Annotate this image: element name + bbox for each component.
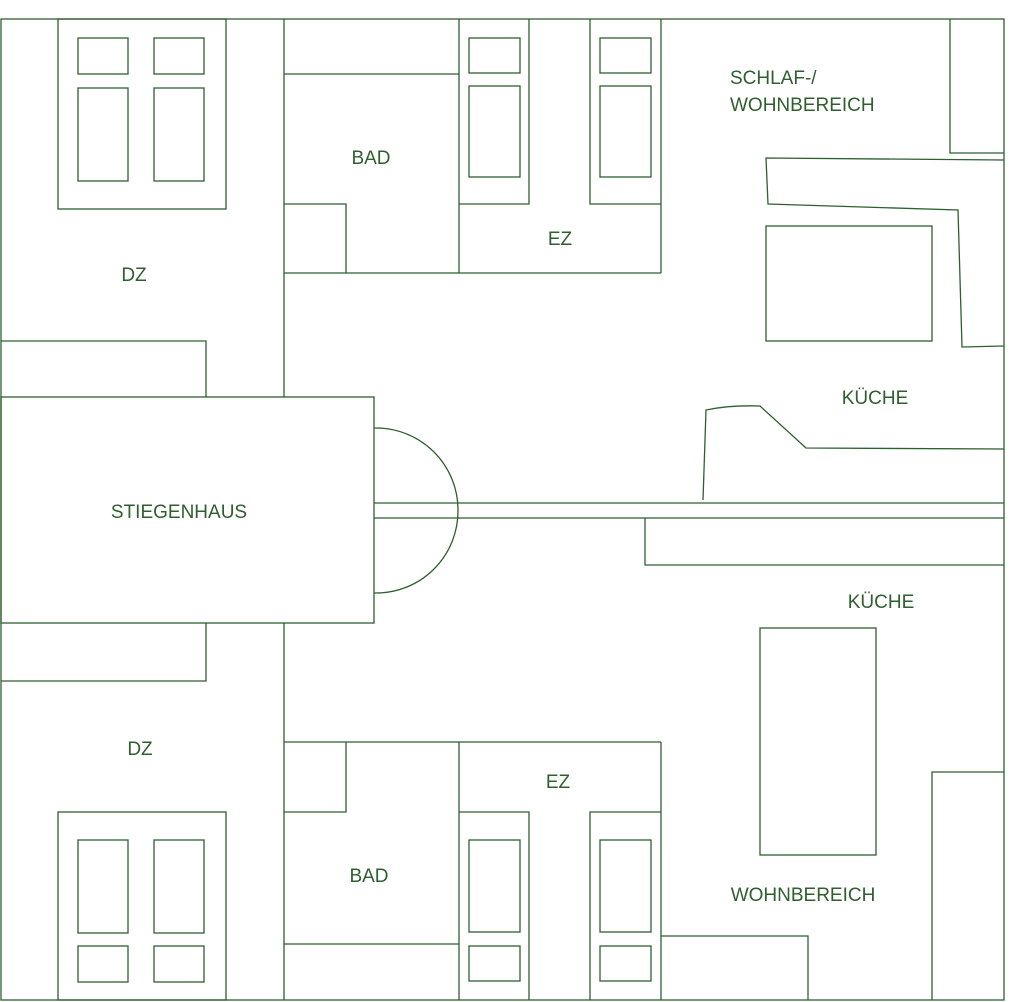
pillow-icon <box>153 37 205 75</box>
dining-table-bottom <box>759 627 877 856</box>
bed-frame-top-left <box>57 18 227 210</box>
mattress-icon <box>468 85 521 178</box>
room-label-ez-top: EZ <box>548 229 573 250</box>
mattress-icon <box>599 839 652 933</box>
wardrobe-bottom-right <box>931 771 1004 1000</box>
room-label-schlaf-line1: SCHLAF-/ <box>730 68 817 89</box>
pillow-icon <box>77 37 129 75</box>
bed-top-right <box>765 225 933 342</box>
shower-top <box>284 203 347 273</box>
pillow-icon <box>599 37 652 74</box>
wardrobe-bottom-left <box>1 623 207 682</box>
sofa-top-right <box>765 157 1005 348</box>
door-swing-top <box>373 427 459 511</box>
mattress-icon <box>468 839 521 933</box>
pillow-icon <box>468 37 521 74</box>
mattress-icon <box>153 87 205 182</box>
pillow-icon <box>77 945 129 983</box>
kitchen-counter-bottom <box>644 518 1004 566</box>
room-label-ez-bottom: EZ <box>546 772 571 793</box>
mattress-icon <box>77 87 129 182</box>
kitchen-counter-top <box>702 405 1005 501</box>
room-label-stiegenhaus: STIEGENHAUS <box>111 502 247 523</box>
room-label-wohnbereich-bottom: WOHNBEREICH <box>731 885 876 906</box>
room-labels: DZ BAD EZ SCHLAF-/ WOHNBEREICH KÜCHE STI… <box>111 68 914 906</box>
room-label-dz-bottom: DZ <box>127 739 153 760</box>
bed-frame-ez-top-right <box>589 19 661 205</box>
room-label-schlaf-line2: WOHNBEREICH <box>730 95 875 116</box>
room-label-bad-bottom: BAD <box>349 866 388 887</box>
plan-lines <box>0 18 1005 1001</box>
bed-frame-ez-bottom-left <box>459 811 530 1000</box>
pillow-icon <box>153 945 205 983</box>
door-swing-bottom <box>373 509 459 594</box>
mattress-icon <box>153 839 205 934</box>
bed-frame-ez-top-left <box>459 19 530 205</box>
room-label-bad-top: BAD <box>351 148 390 169</box>
pillow-icon <box>468 945 521 982</box>
pillow-icon <box>599 945 652 982</box>
bed-frame-bottom-left <box>57 811 227 1001</box>
room-label-dz-top: DZ <box>121 265 147 286</box>
sideboard-bottom <box>661 935 809 1000</box>
mattress-icon <box>77 839 129 934</box>
shower-bottom <box>284 742 347 813</box>
wardrobe-top-right <box>949 19 1004 154</box>
room-label-kueche-top: KÜCHE <box>842 388 909 409</box>
wardrobe-top-left <box>1 340 207 397</box>
stairwell <box>0 396 375 624</box>
mattress-icon <box>599 85 652 178</box>
room-label-kueche-bottom: KÜCHE <box>848 592 915 613</box>
bed-frame-ez-bottom-right <box>589 811 661 1000</box>
